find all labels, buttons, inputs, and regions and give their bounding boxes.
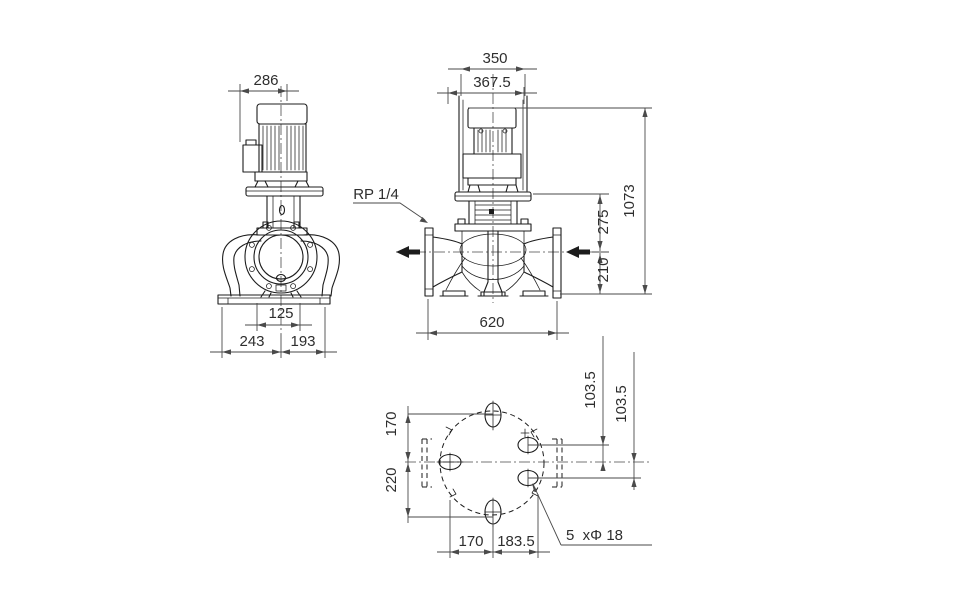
flow-direction-arrow-outlet-icon: [396, 246, 420, 258]
gauge-port-callout: RP 1/4: [353, 186, 428, 223]
dim-front-motor-width: 286: [253, 72, 278, 89]
base-bolt-holes: [436, 400, 539, 528]
dim-front-base-left: 243: [239, 333, 264, 350]
flow-direction-arrow-inlet-icon: [566, 246, 590, 258]
side-dimensions: 350 367.5 275 210 1073 620: [416, 50, 652, 340]
side-pump-body: [424, 227, 562, 299]
label-bolt-holes: 5 xΦ 18: [566, 527, 623, 544]
dim-side-flange-to-centerline: 275: [595, 209, 612, 234]
front-flange-bolt-holes: [249, 225, 313, 289]
dim-side-port-to-port: 620: [479, 314, 504, 331]
front-view: 286 125 243 193: [210, 72, 340, 358]
dim-side-clearance-width: 367.5: [473, 74, 511, 91]
base-outline: [421, 410, 563, 516]
dim-base-upper-hole-offset: 103.5: [582, 371, 599, 409]
front-dimensions: 286 125 243 193: [210, 72, 337, 358]
front-motor: [242, 103, 324, 236]
dim-base-170-bottom: 170: [458, 533, 483, 550]
dim-base-center-to-bottom-hole: 220: [383, 467, 400, 492]
dim-base-183-5: 183.5: [497, 533, 535, 550]
dim-side-centerline-to-base: 210: [595, 257, 612, 282]
side-motor: [454, 95, 532, 232]
dim-side-total-height: 1073: [621, 184, 638, 217]
dim-side-motor-width: 350: [482, 50, 507, 67]
base-dimensions: 170 220 103.5 103.5 170 183.5: [383, 336, 641, 558]
front-pump-housing: [217, 220, 340, 305]
dim-base-center-to-top-hole: 170: [383, 411, 400, 436]
gauge-port-label: RP 1/4: [353, 186, 399, 203]
side-view: RP 1/4 350 367.5 275 210 107: [353, 50, 652, 340]
leader-arrow: [532, 483, 538, 492]
base-plan-view: 170 220 103.5 103.5 170 183.5 5 xΦ 18: [383, 336, 652, 558]
dim-base-lower-hole-offset: 103.5: [613, 385, 630, 423]
bolt-holes-callout: 5 xΦ 18: [532, 483, 652, 546]
dim-front-base-right: 193: [290, 333, 315, 350]
dim-front-port-offset: 125: [268, 305, 293, 322]
